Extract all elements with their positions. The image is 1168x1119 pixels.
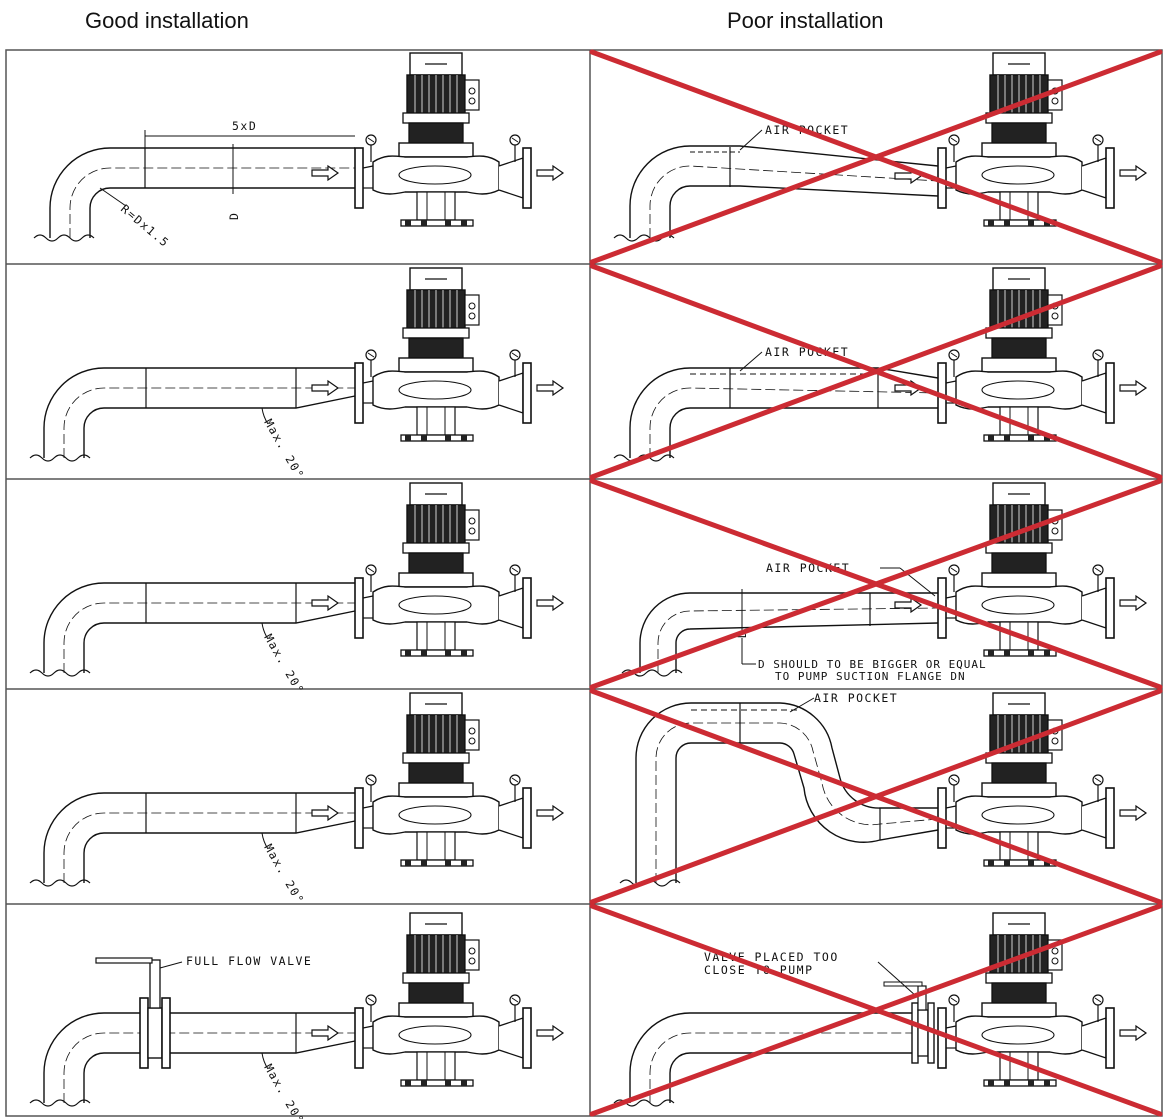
good-installation-header: Good installation [85,8,249,33]
label-d-should-line1: D SHOULD TO BE BIGGER OR EQUAL [758,658,987,671]
poor-installation-header: Poor installation [727,8,884,33]
label-d: D [227,212,241,220]
label-5xd: 5xD [232,119,257,133]
label-max-angle-row2: Max. 20° [261,417,307,482]
poor-row-4: AIR POCKET [619,691,1147,887]
good-row-5: FULL FLOW VALVE Max. 20° [29,912,564,1119]
good-row-1: 5xD D R=Dx1.5 [33,52,564,251]
poor-row-2: AIR POCKET [613,267,1147,462]
poor-row-1: AIR POCKET [613,52,1147,242]
label-d-should-line2: TO PUMP SUCTION FLANGE DN [775,670,966,683]
label-max-angle-row4: Max. 20° [261,842,307,907]
installation-diagram-grid: 5xD D R=Dx1.5 Max. 20° Max. 20° [5,49,1163,1119]
label-max-angle-row5: Max. 20° [261,1062,307,1119]
label-valve-close-line2: CLOSE TO PUMP [704,963,814,977]
label-radius: R=Dx1.5 [118,202,172,251]
red-x-cross-icons [589,49,1163,1117]
good-row-3: Max. 20° [29,482,564,697]
poor-row-5: VALVE PLACED TOO CLOSE TO PUMP [613,912,1147,1107]
good-row-4: Max. 20° [29,692,564,907]
label-max-angle-row3: Max. 20° [261,632,307,697]
label-air-pocket-row4: AIR POCKET [814,691,898,705]
poor-row-3: D AIR POCKET D SHOULD TO BE BIGGER OR EQ… [621,482,1147,683]
label-full-flow-valve: FULL FLOW VALVE [186,954,312,968]
good-row-2: Max. 20° [29,267,564,482]
